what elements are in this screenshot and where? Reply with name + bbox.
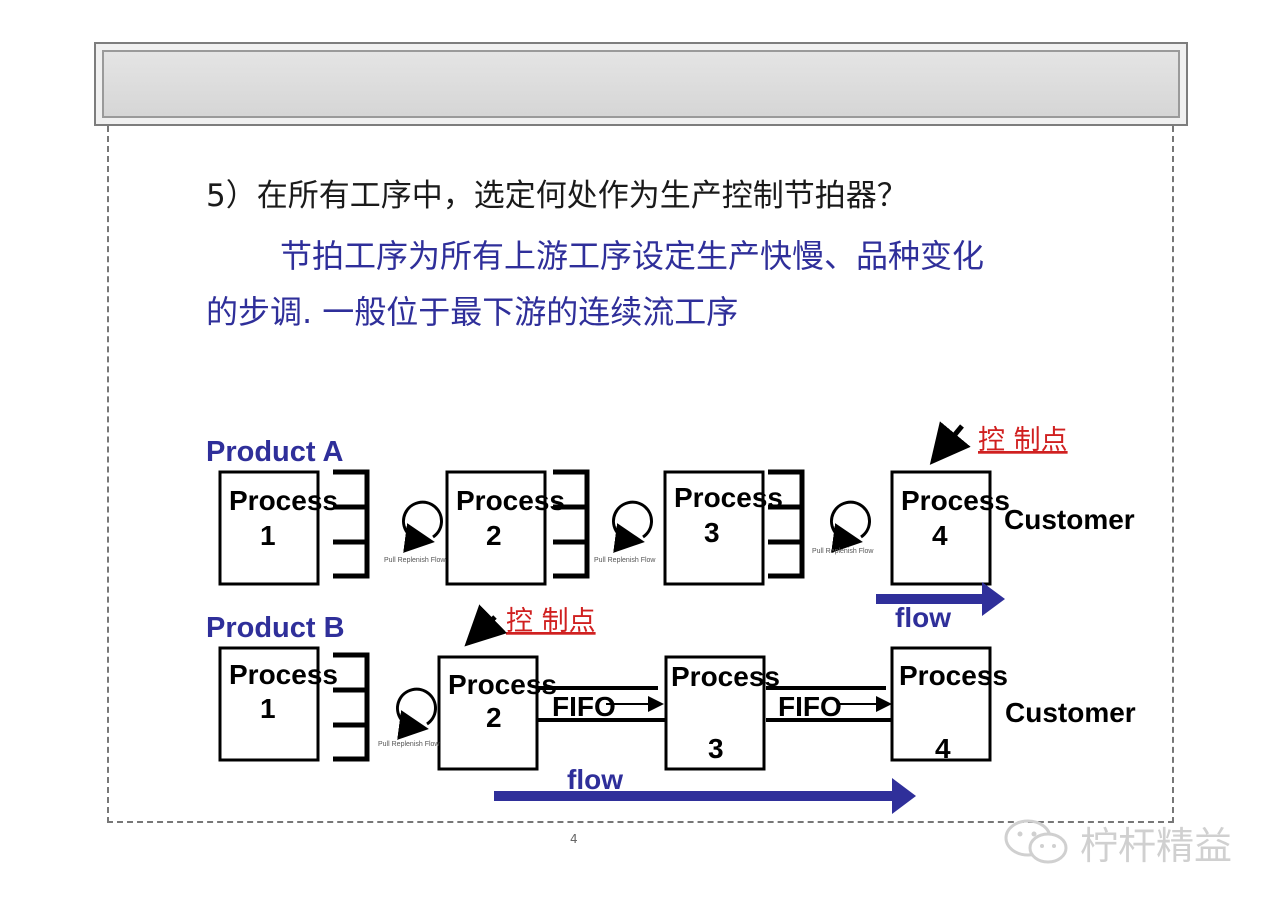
product-b-process-1: Process 1: [218, 646, 338, 762]
product-b-process-2: Process 2: [437, 655, 557, 771]
fifo-label: FIFO: [552, 691, 616, 722]
content-frame: [107, 126, 1174, 823]
wechat-logo-icon: [1004, 819, 1068, 864]
process-label: Process: [674, 482, 783, 513]
process-label: Process: [671, 661, 780, 692]
slide-title-bar: [94, 42, 1188, 126]
process-number: 3: [704, 517, 720, 548]
answer-line-2a: 的步调.: [206, 293, 313, 331]
watermark-text: 柠杆精益: [1080, 823, 1233, 868]
process-label: Process: [899, 660, 1008, 691]
process-label: Process: [456, 485, 565, 516]
pull-loop-icon: [402, 500, 443, 553]
process-label: Process: [448, 669, 557, 700]
product-b-process-4: Process 4: [890, 646, 1008, 764]
process-label: Process: [229, 659, 338, 690]
supermarket-icon: [768, 469, 805, 579]
pull-caption: Pull Replenish Flow: [384, 557, 446, 564]
process-number: 3: [708, 733, 724, 764]
process-number: 2: [486, 520, 502, 551]
pull-loop-icon: [612, 500, 653, 553]
question-body: 在所有工序中，选定何处作为生产控制节拍器？: [256, 178, 908, 214]
product-a-process-2: Process 2: [445, 470, 565, 586]
pull-loop-icon: [396, 687, 437, 740]
fifo-lane-2: FIFO: [766, 686, 892, 722]
pull-caption: Pull Replenish Flow: [378, 741, 440, 748]
supermarket-icon: [553, 469, 590, 579]
flow-arrow: [876, 582, 1005, 616]
product-a-process-4: Process 4: [890, 470, 1010, 586]
answer-line-2b: 一般位于最下游的连续流工序: [322, 293, 739, 331]
supermarket-icon: [333, 652, 370, 762]
product-a-process-3: Process 3: [663, 470, 783, 586]
process-number: 4: [932, 520, 948, 551]
answer-line-1: 节拍工序为所有上游工序设定生产快慢、品种变化: [280, 237, 985, 275]
flow-label: flow: [895, 602, 951, 633]
process-label: Process: [901, 485, 1010, 516]
page-number: 4: [570, 832, 578, 846]
control-point-label: 控 制点: [978, 425, 1068, 456]
process-number: 1: [260, 693, 276, 724]
pull-loop-icon: [830, 500, 871, 553]
process-number: 2: [486, 702, 502, 733]
pull-caption: Pull Replenish Flow: [594, 557, 656, 564]
watermark: 柠杆精益: [1000, 812, 1250, 872]
process-label: Process: [229, 485, 338, 516]
customer-label: Customer: [1005, 697, 1136, 728]
product-a-process-1: Process 1: [218, 470, 338, 586]
process-number: 4: [935, 733, 951, 764]
product-a-title: Product A: [206, 436, 344, 468]
process-number: 1: [260, 520, 276, 551]
customer-label: Customer: [1004, 504, 1135, 535]
flow-arrow: [494, 778, 916, 814]
control-point-label: 控 制点: [506, 606, 596, 637]
question-number: 5）: [206, 178, 257, 214]
answer-text: 节拍工序为所有上游工序设定生产快慢、品种变化 的步调.一般位于最下游的连续流工序: [206, 228, 1106, 340]
product-b-title: Product B: [206, 612, 345, 644]
product-b-process-3: Process 3: [664, 655, 780, 771]
fifo-label: FIFO: [778, 691, 842, 722]
control-point-arrow: [464, 604, 508, 647]
pull-caption: Pull Replenish Flow: [812, 548, 874, 555]
answer-line-2: 的步调.一般位于最下游的连续流工序: [206, 284, 1106, 340]
supermarket-icon: [333, 469, 370, 579]
flow-label: flow: [567, 764, 623, 795]
control-point-arrow: [929, 421, 971, 465]
question-text: 5）在所有工序中，选定何处作为生产控制节拍器？: [206, 170, 908, 215]
fifo-lane-1: FIFO: [537, 686, 666, 722]
